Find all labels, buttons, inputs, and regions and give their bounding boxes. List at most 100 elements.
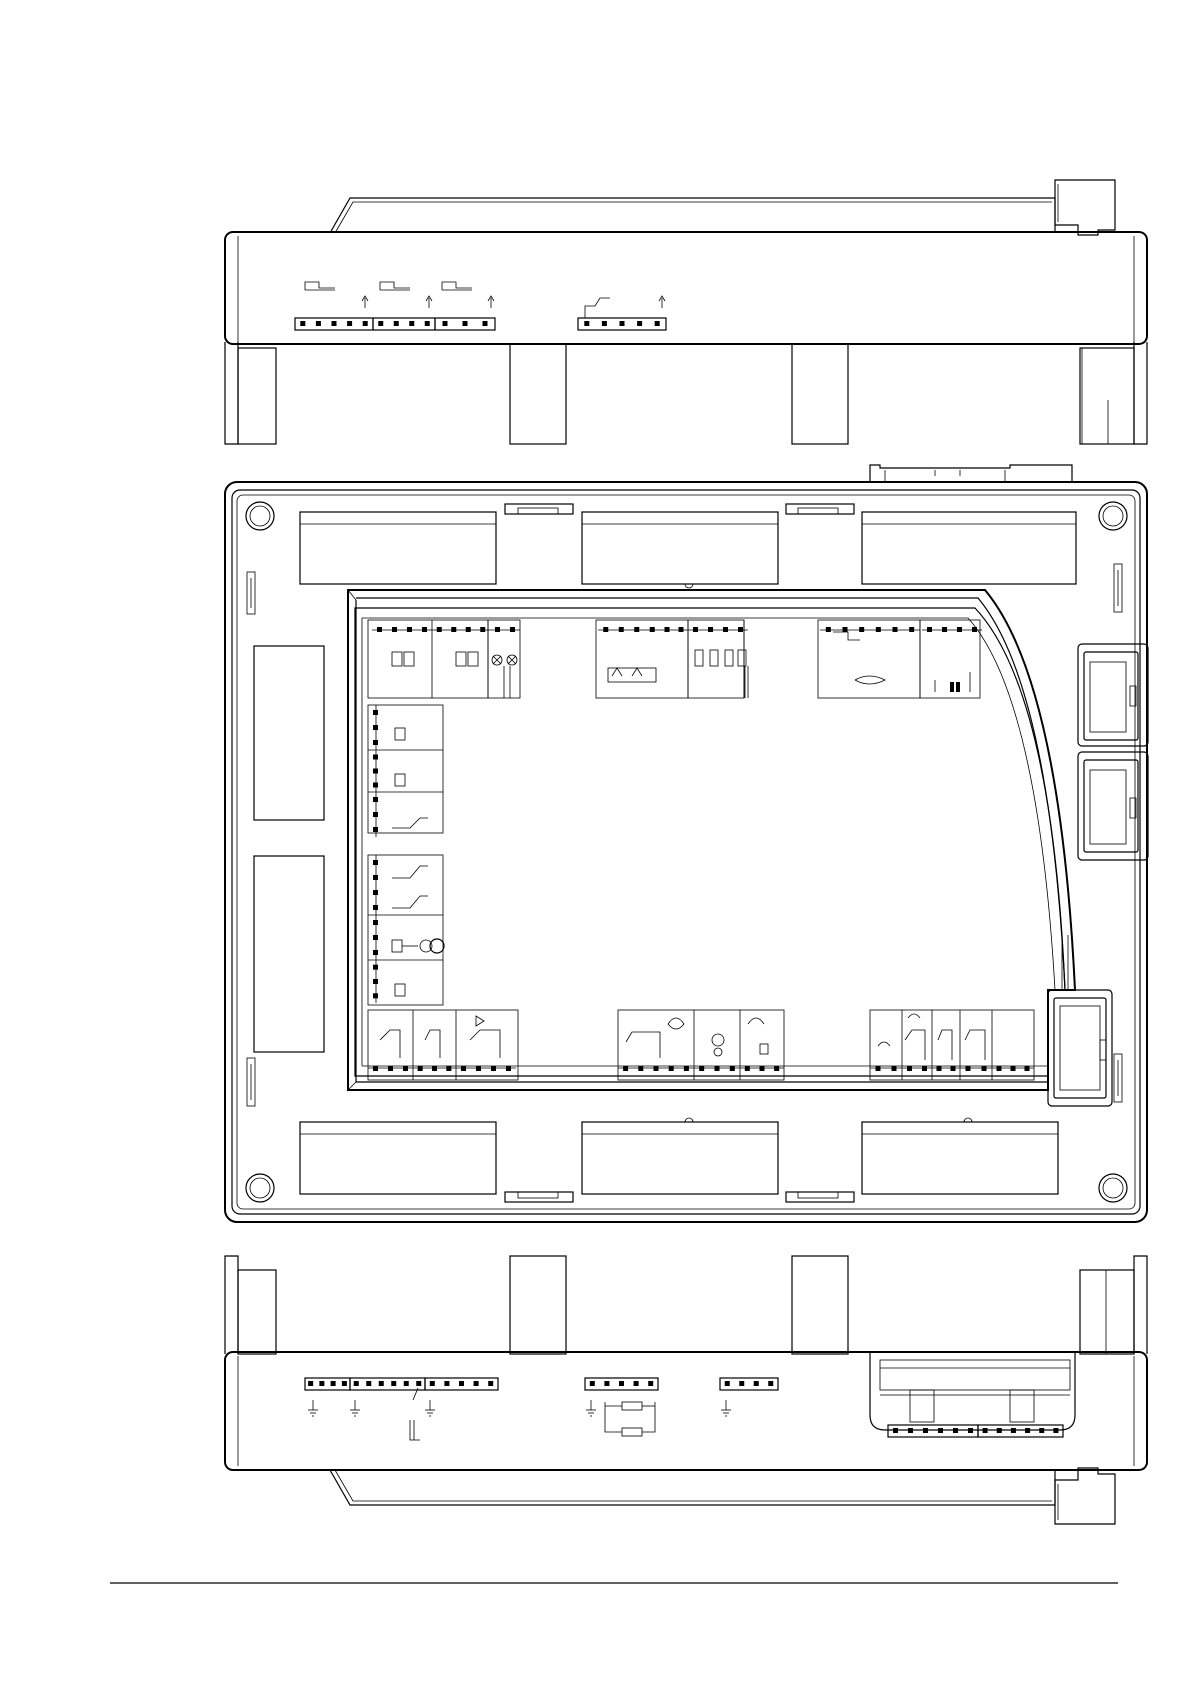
terminal-pin (708, 627, 713, 632)
terminal-pin (407, 627, 412, 632)
bottom-terminal-block (694, 1066, 740, 1071)
terminal-pin (488, 1381, 493, 1386)
terminal-pin (1011, 1066, 1016, 1071)
terminal-pin (416, 1381, 421, 1386)
terminal-pin (373, 1066, 378, 1071)
terminal-pin (316, 321, 321, 326)
terminal-pin (451, 627, 456, 632)
left-terminal-block (373, 960, 378, 1003)
left-terminal-block (373, 750, 378, 792)
terminal-pin (715, 1066, 720, 1071)
ground-icon (425, 1400, 435, 1416)
terminal-pin (459, 1381, 464, 1386)
terminal-pin (1025, 1428, 1030, 1433)
top-terminal-block (490, 627, 520, 632)
terminal-pin (347, 321, 352, 326)
terminal-pin (654, 1066, 659, 1071)
terminal-pin (474, 1381, 479, 1386)
terminal-pin (774, 1066, 779, 1071)
top-terminal-block (598, 627, 660, 632)
terminal-pin (619, 1381, 624, 1386)
terminal-pin (953, 1428, 958, 1433)
terminal-pin (466, 627, 471, 632)
terminal-block (578, 318, 666, 330)
terminal-pin (604, 1381, 609, 1386)
bottom-terminal-block (992, 1066, 1034, 1071)
terminal-pin (843, 627, 848, 632)
terminal-pin (892, 1066, 897, 1071)
terminal-pin (437, 627, 442, 632)
terminal-pin (409, 321, 414, 326)
terminal-pin (373, 769, 378, 774)
terminal-pin (665, 627, 670, 632)
terminal-pin (951, 1066, 956, 1071)
terminal-block (373, 318, 435, 330)
bottom-terminal-block (870, 1066, 902, 1071)
terminal-pin (997, 1428, 1002, 1433)
terminal-pin (373, 905, 378, 910)
terminal-pin (909, 627, 914, 632)
switch-symbol (585, 298, 610, 318)
terminal-pin (876, 627, 881, 632)
terminal-pin (745, 1066, 750, 1071)
bottom-terminal-block (368, 1066, 413, 1071)
terminal-pin (648, 1381, 653, 1386)
terminal-pin (638, 1066, 643, 1071)
terminal-pin (391, 1381, 396, 1386)
terminal-pin (506, 1066, 511, 1071)
terminal-pin (388, 1066, 393, 1071)
terminal-pin (373, 812, 378, 817)
terminal-pin (373, 875, 378, 880)
terminal-pin (373, 935, 378, 940)
terminal-block (435, 318, 495, 330)
terminal-pin (679, 627, 684, 632)
terminal-pin (373, 827, 378, 832)
terminal-block (295, 318, 373, 330)
terminal-pin (430, 1381, 435, 1386)
terminal-pin (422, 627, 427, 632)
terminal-pin (331, 1381, 336, 1386)
terminal-pin (876, 1066, 881, 1071)
top-terminal-block (688, 627, 748, 632)
contact-symbol (442, 282, 472, 290)
left-terminal-block (373, 792, 378, 837)
terminal-pin (966, 1066, 971, 1071)
terminal-pin (907, 1066, 912, 1071)
terminal-pin (634, 627, 639, 632)
top-terminal-block (922, 627, 982, 632)
terminal-pin (373, 860, 378, 865)
arrow-up-icon (362, 296, 368, 308)
terminal-pin (373, 979, 378, 984)
terminal-block (888, 1425, 978, 1437)
terminal-pin (425, 321, 430, 326)
terminal-pin (366, 1381, 371, 1386)
terminal-pin (476, 1066, 481, 1071)
bottom-terminal-block (960, 1066, 992, 1071)
terminal-pin (491, 1066, 496, 1071)
top-terminal-block (432, 627, 490, 632)
terminal-pin (403, 1066, 408, 1071)
left-terminal-block (373, 705, 378, 750)
contact-symbol (305, 282, 335, 290)
terminal-pin (893, 1428, 898, 1433)
arrow-up-icon (426, 296, 432, 308)
terminal-pin (768, 1381, 773, 1386)
terminal-pin (373, 755, 378, 760)
terminal-pin (1011, 1428, 1016, 1433)
terminal-pin (738, 627, 743, 632)
terminal-pin (859, 627, 864, 632)
terminal-pin (1039, 1428, 1044, 1433)
terminal-pin (394, 321, 399, 326)
top-terminal-block (660, 627, 688, 632)
terminal-pin (373, 725, 378, 730)
terminal-pin (373, 950, 378, 955)
terminal-pin (650, 627, 655, 632)
terminal-pin (968, 1428, 973, 1433)
bottom-terminal-block (740, 1066, 784, 1071)
terminal-pin (1025, 1066, 1030, 1071)
terminal-pin (480, 627, 485, 632)
terminal-block (350, 1378, 425, 1390)
terminal-pin (693, 627, 698, 632)
bottom-terminal-block (456, 1066, 516, 1071)
